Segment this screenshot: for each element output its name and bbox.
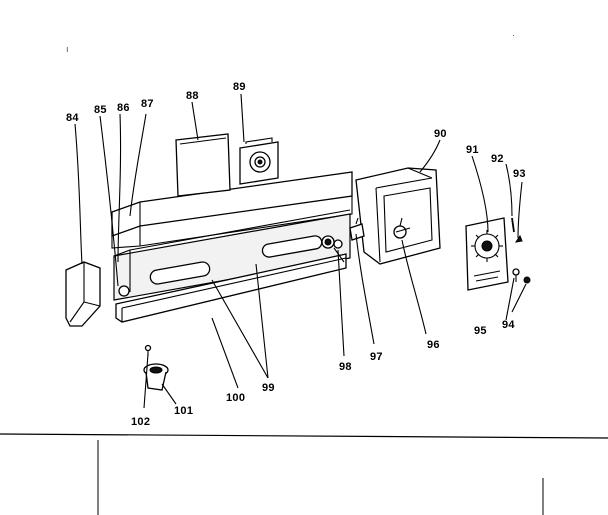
leader-lines — [74, 93, 527, 409]
scan-mark: · — [512, 30, 515, 40]
label-93: 93 — [513, 168, 526, 180]
part-89-motor-bracket — [239, 137, 279, 185]
label-94: 94 — [502, 319, 515, 331]
part-91-dial-plate — [465, 217, 509, 291]
label-91: 91 — [466, 144, 479, 156]
part-96-thermostat — [393, 217, 411, 239]
label-90: 90 — [434, 128, 447, 140]
scan-border-line — [0, 433, 608, 439]
label-89: 89 — [233, 81, 246, 93]
part-97-switch — [349, 217, 365, 241]
part-98-socket — [333, 239, 345, 263]
part-93-knob — [514, 234, 523, 243]
part-92-pin — [511, 217, 515, 233]
label-95: 95 — [474, 325, 487, 337]
label-88: 88 — [186, 90, 199, 102]
scan-mark: ı — [66, 44, 69, 54]
label-101: 101 — [174, 405, 193, 417]
label-86: 86 — [117, 102, 130, 114]
part-95-screw — [512, 268, 520, 282]
part-84-end-cap — [65, 261, 101, 327]
label-85: 85 — [94, 104, 107, 116]
label-102: 102 — [131, 416, 150, 428]
label-96: 96 — [427, 339, 440, 351]
label-97: 97 — [370, 351, 383, 363]
part-90-control-housing — [355, 167, 441, 265]
label-99: 99 — [262, 382, 275, 394]
part-94-nut — [523, 276, 531, 284]
part-87-top-rail — [111, 171, 353, 249]
label-98: 98 — [339, 361, 352, 373]
part-100-front-trim — [115, 253, 347, 323]
label-92: 92 — [491, 153, 504, 165]
label-84: 84 — [66, 112, 79, 124]
part-88-mounting-plate — [175, 133, 231, 197]
part-99-tubes — [118, 235, 335, 297]
part-101-knob — [143, 363, 169, 391]
label-100: 100 — [226, 392, 245, 404]
label-87: 87 — [141, 98, 154, 110]
